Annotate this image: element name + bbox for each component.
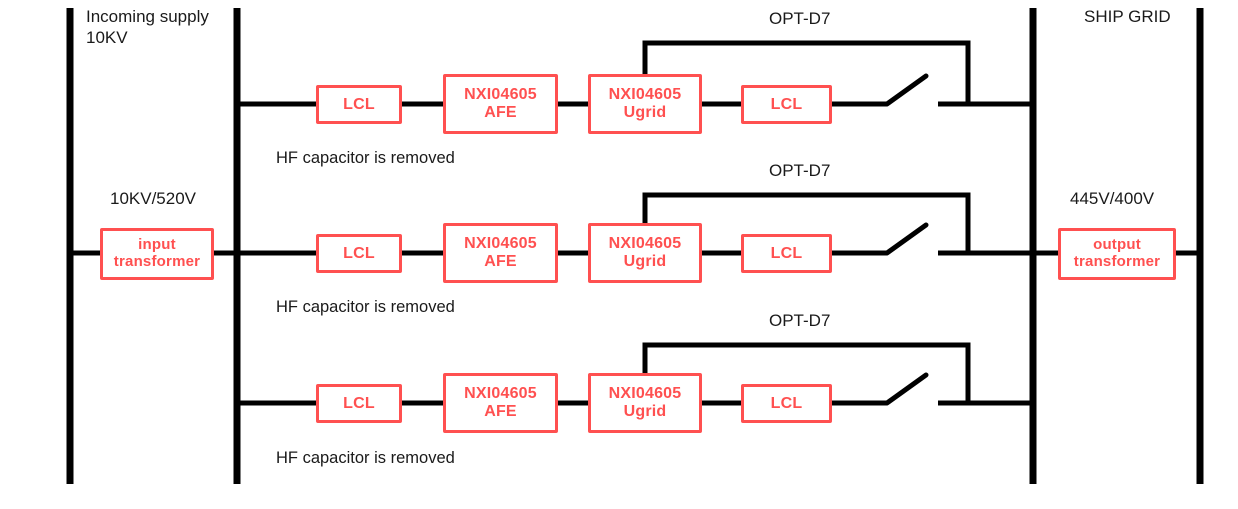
row3-ugrid-block[interactable]: NXI04605 Ugrid: [588, 373, 702, 433]
row2-lcl-output-block[interactable]: LCL: [741, 234, 832, 273]
row2-lcl-output-label: LCL: [770, 244, 803, 262]
label-ship-grid: SHIP GRID: [1084, 7, 1171, 26]
row2-ugrid-line1: NXI04605: [608, 235, 682, 253]
row2-lcl-input-label: LCL: [343, 244, 375, 262]
row1-lcl-input-label: LCL: [343, 95, 375, 113]
row2-ugrid-block[interactable]: NXI04605 Ugrid: [588, 223, 702, 283]
label-opt-d7-row3: OPT-D7: [769, 311, 831, 330]
label-incoming-supply: Incoming supply 10KV: [86, 7, 209, 48]
row3-afe-line1: NXI04605: [464, 385, 537, 403]
input-transformer-line1: input: [138, 236, 176, 254]
row1-afe-line2: AFE: [484, 104, 517, 121]
row1-opt-d7-bracket: [642, 40, 971, 104]
output-transformer-line1: output: [1093, 236, 1141, 254]
row2-afe-line1: NXI04605: [464, 235, 537, 253]
input-transformer-line2: transformer: [113, 253, 201, 270]
row1-ugrid-line1: NXI04605: [608, 86, 682, 104]
note-hf-capacitor-row1: HF capacitor is removed: [276, 149, 455, 167]
row2-opt-d7-bracket: [642, 192, 971, 253]
row3-lcl-input-block[interactable]: LCL: [316, 384, 402, 423]
note-hf-capacitor-row3: HF capacitor is removed: [276, 449, 455, 467]
label-opt-d7-row1: OPT-D7: [769, 9, 831, 28]
note-hf-capacitor-row2: HF capacitor is removed: [276, 298, 455, 316]
label-output-transformer-ratio: 445V/400V: [1070, 189, 1155, 208]
label-input-transformer-ratio: 10KV/520V: [110, 189, 197, 208]
label-opt-d7-row2: OPT-D7: [769, 161, 831, 180]
row1-lcl-output-block[interactable]: LCL: [741, 85, 832, 124]
row1-ugrid-line2: Ugrid: [623, 104, 667, 121]
row3-afe-line2: AFE: [484, 403, 517, 420]
row1-lcl-input-block[interactable]: LCL: [316, 85, 402, 124]
row1-switch-blade[interactable]: [884, 73, 929, 107]
row2-afe-block[interactable]: NXI04605 AFE: [443, 223, 558, 283]
row3-lcl-input-label: LCL: [343, 394, 375, 412]
row2-afe-line2: AFE: [484, 253, 517, 270]
row3-switch-blade[interactable]: [884, 372, 929, 406]
row3-lcl-output-block[interactable]: LCL: [741, 384, 832, 423]
input-transformer-block[interactable]: input transformer: [100, 228, 214, 280]
output-transformer-line2: transformer: [1073, 253, 1161, 270]
row2-ugrid-line2: Ugrid: [623, 253, 667, 270]
row2-lcl-input-block[interactable]: LCL: [316, 234, 402, 273]
row2-switch-blade[interactable]: [884, 222, 929, 256]
row3-opt-d7-bracket: [642, 342, 971, 403]
row1-afe-line1: NXI04605: [464, 86, 537, 104]
row1-ugrid-block[interactable]: NXI04605 Ugrid: [588, 74, 702, 134]
output-transformer-block[interactable]: output transformer: [1058, 228, 1176, 280]
row3-ugrid-line1: NXI04605: [608, 385, 682, 403]
row3-lcl-output-label: LCL: [770, 394, 803, 412]
row3-afe-block[interactable]: NXI04605 AFE: [443, 373, 558, 433]
row3-ugrid-line2: Ugrid: [623, 403, 667, 420]
row1-lcl-output-label: LCL: [770, 95, 803, 113]
row1-afe-block[interactable]: NXI04605 AFE: [443, 74, 558, 134]
